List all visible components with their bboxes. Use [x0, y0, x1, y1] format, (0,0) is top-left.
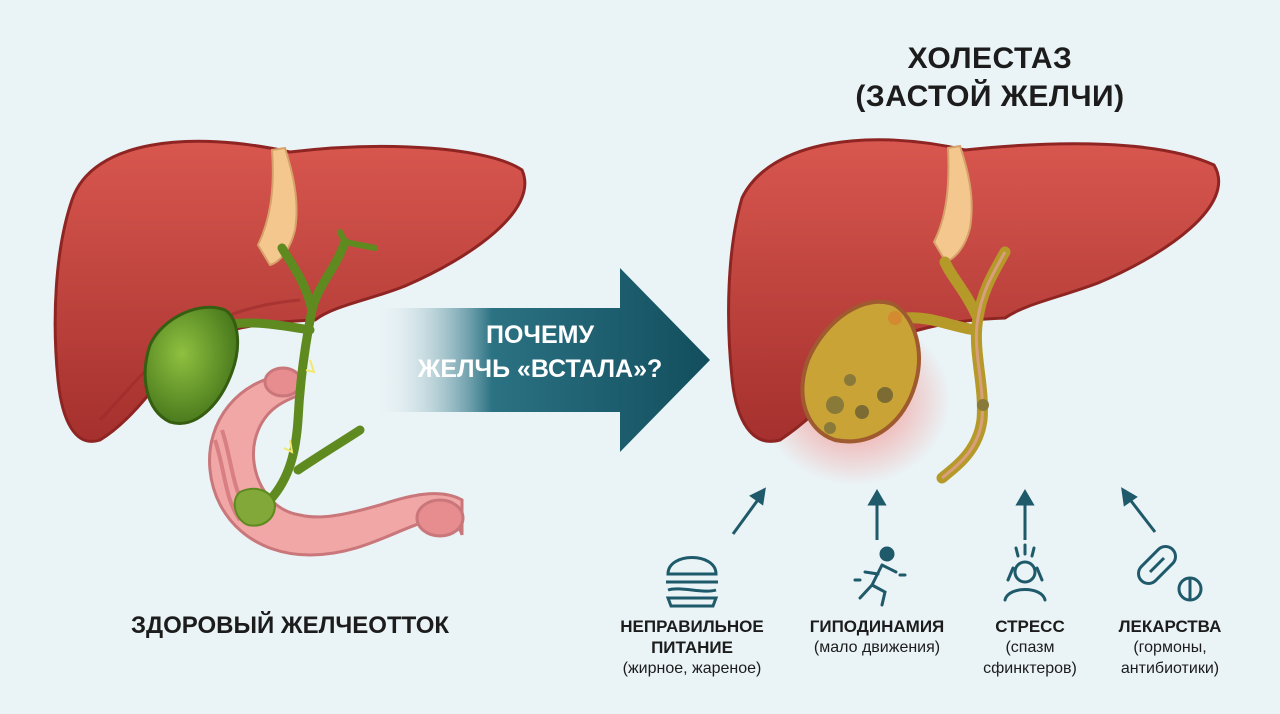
running-person-icon [853, 546, 907, 607]
cause-name: ЛЕКАРСТВА [1118, 617, 1222, 636]
cause-medications: ЛЕКАРСТВА (гормоны, антибиотики) [1075, 616, 1265, 679]
cause-stress: СТРЕСС (спазм сфинктеров) [935, 616, 1125, 679]
cause-name: НЕПРАВИЛЬНОЕ [620, 617, 764, 636]
cause-description: (спазм [1005, 639, 1055, 656]
cause-hypodynamia: ГИПОДИНАМИЯ (мало движения) [782, 616, 972, 658]
bile-flow-arrows [283, 359, 316, 454]
bile-duct-healthy [223, 237, 365, 505]
gallbladder-healthy [143, 305, 240, 425]
big-arrow [375, 268, 710, 452]
duct-wall [941, 251, 1007, 480]
cause-description: (мало движения) [813, 639, 941, 656]
cause-arrow [731, 496, 762, 535]
cholestasis-liver-group [727, 138, 1221, 485]
arrow-line-2: ЖЕЛЧЬ «ВСТАЛА»? [417, 355, 663, 383]
arrow-question: ПОЧЕМУ ЖЕЛЧЬ «ВСТАЛА»? [390, 318, 690, 386]
gallstone [855, 405, 869, 419]
arrow-line-1: ПОЧЕМУ [485, 321, 595, 349]
healthy-liver-group [53, 139, 527, 557]
cause-arrows [731, 487, 1157, 540]
cause-description: (жирное, жареное) [622, 660, 762, 677]
gallstone [977, 399, 989, 411]
cause-arrow [1126, 496, 1157, 533]
cause-name: ГИПОДИНАМИЯ [809, 617, 945, 636]
falciform-ligament-2 [932, 144, 973, 264]
cause-name: СТРЕСС [995, 617, 1065, 636]
cholestasis-title-block: ХОЛЕСТАЗ (ЗАСТОЙ ЖЕЛЧИ) [840, 40, 1140, 116]
gallstone [826, 396, 844, 414]
gallstone [824, 422, 836, 434]
pills-icon [1137, 545, 1203, 602]
papilla [233, 487, 277, 527]
falciform-ligament [256, 146, 298, 267]
cause-description: антибиотики) [1120, 660, 1220, 677]
gallstone [888, 311, 902, 325]
liver-healthy [53, 139, 527, 443]
duodenum-opening-end [415, 498, 465, 538]
gallstone [844, 374, 856, 386]
gallstone [877, 387, 893, 403]
cause-diet: НЕПРАВИЛЬНОЕ ПИТАНИЕ (жирное, жареное) [597, 616, 787, 679]
stressed-person-icon [1003, 543, 1047, 602]
cause-description: сфинктеров) [983, 660, 1077, 677]
burger-icon [665, 556, 719, 608]
healthy-caption: ЗДОРОВЫЙ ЖЕЛЧЕОТТОК [130, 612, 450, 639]
cholestasis-title: ХОЛЕСТАЗ [907, 42, 1073, 75]
cause-name: ПИТАНИЕ [651, 638, 733, 657]
cause-description: (гормоны, [1133, 639, 1207, 656]
cholestasis-subtitle: (ЗАСТОЙ ЖЕЛЧИ) [855, 80, 1125, 113]
bile-duct-branches [337, 229, 378, 251]
